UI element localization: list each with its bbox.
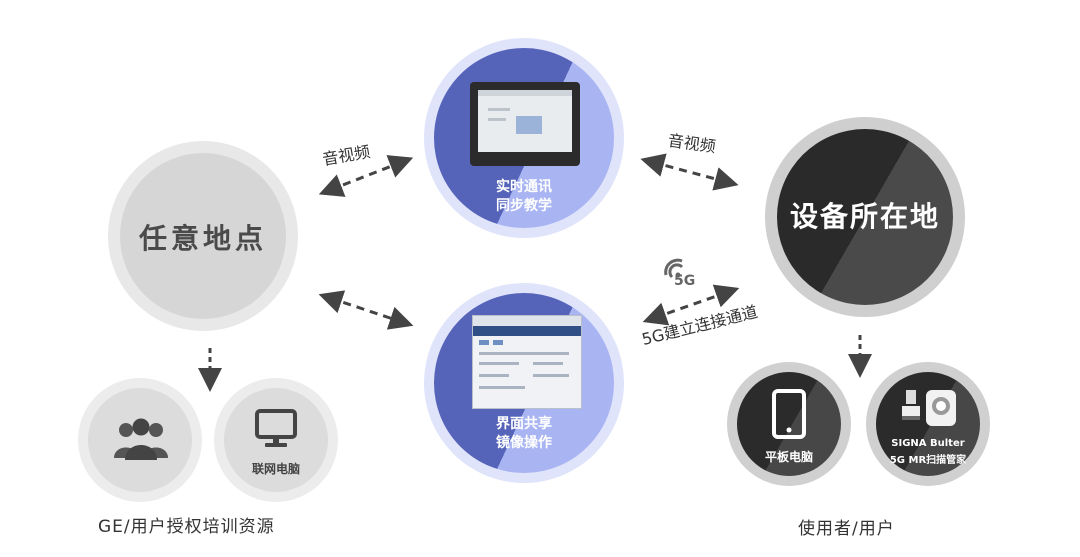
- signa-line1: SIGNA Bulter: [891, 438, 965, 449]
- monitor-photo: [470, 82, 580, 166]
- node-mirror-line2: 镜像操作: [496, 435, 552, 451]
- software-screenshot: [472, 315, 582, 409]
- signa-line2: 5G MR扫描管家: [889, 455, 967, 466]
- five-g-badge: 5G: [674, 273, 696, 289]
- tablet-icon: [772, 389, 806, 439]
- arrow-realtime-site: [640, 153, 739, 191]
- node-realtime: 实时通讯 同步教学: [424, 38, 624, 238]
- node-users: [78, 378, 202, 502]
- mri-scanner-icon: [902, 390, 956, 426]
- node-device-site: 设备所在地: [765, 117, 965, 317]
- node-anywhere: 任意地点: [108, 141, 298, 331]
- node-mirror: 界面共享 镜像操作: [424, 283, 624, 483]
- node-anywhere-label: 任意地点: [138, 222, 267, 255]
- arrow-anywhere-mirror: [318, 290, 414, 330]
- signal-icon: 5G: [660, 253, 708, 293]
- monitor-icon: [255, 409, 297, 447]
- tablet-label: 平板电脑: [764, 450, 813, 464]
- node-realtime-line2: 同步教学: [496, 198, 552, 214]
- left-group-caption: GE/用户授权培训资源: [98, 517, 275, 537]
- pc-label: 联网电脑: [251, 462, 300, 476]
- node-pc: 联网电脑: [214, 378, 338, 502]
- right-group-caption: 使用者/用户: [798, 519, 895, 539]
- node-tablet: 平板电脑: [727, 362, 851, 486]
- node-realtime-line1: 实时通讯: [496, 179, 552, 195]
- node-signa: SIGNA Bulter 5G MR扫描管家: [866, 362, 990, 486]
- users-icon: [114, 418, 168, 460]
- node-device-site-label: 设备所在地: [789, 200, 940, 233]
- node-mirror-line1: 界面共享: [496, 416, 552, 432]
